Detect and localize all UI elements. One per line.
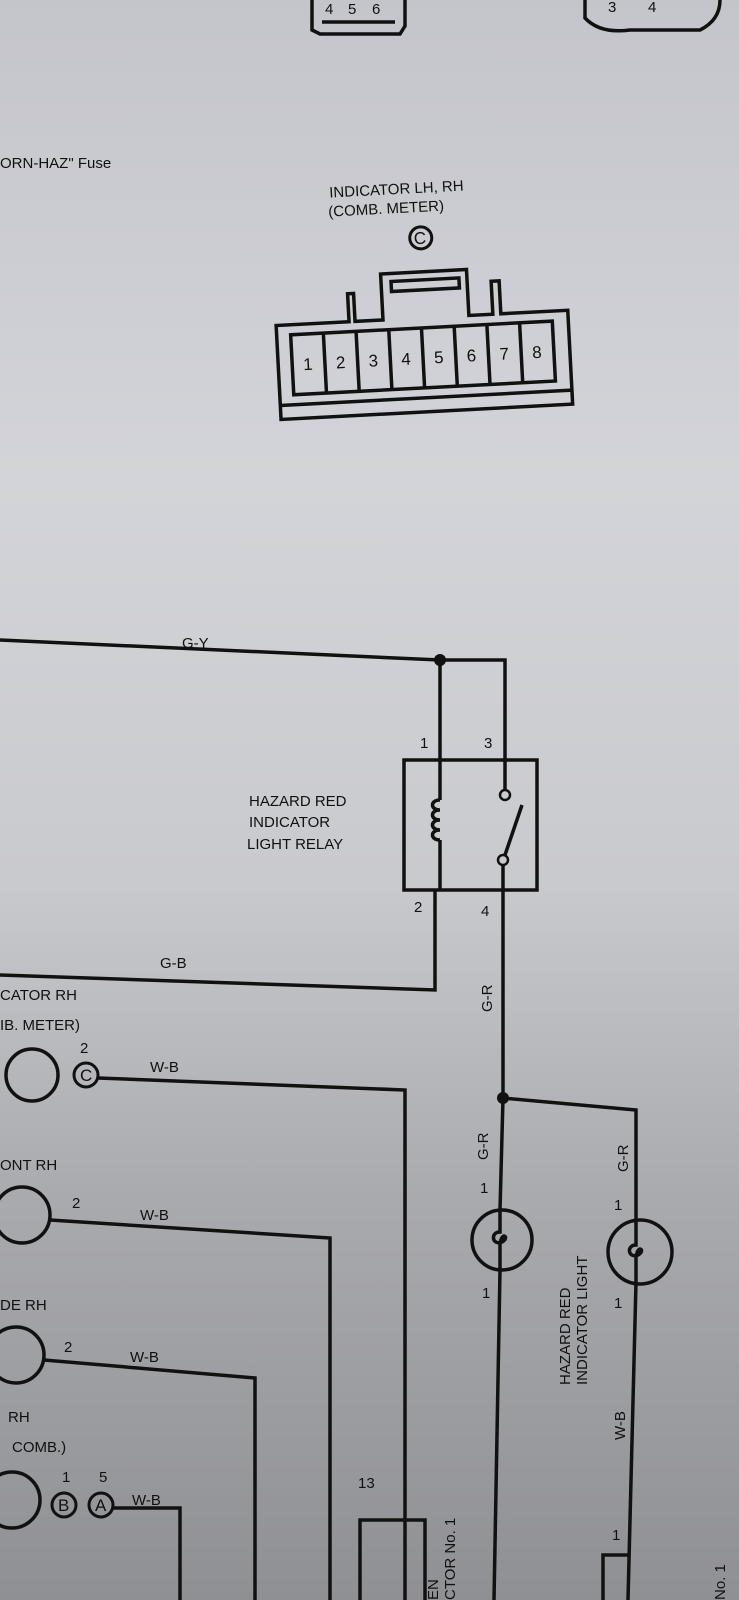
pin-label: 2 [64, 1339, 72, 1356]
pin-label: 6 [372, 1, 380, 18]
pin-label: 1 [614, 1295, 622, 1312]
pin-divider [485, 324, 492, 385]
top-connector: 4 5 6 [310, 0, 407, 36]
wire-label-gb: G-B [160, 955, 187, 972]
connector-pin-label: 3 [368, 351, 378, 370]
relay-pin-1: 1 [420, 735, 428, 752]
pin-label: 1 [62, 1469, 70, 1486]
connector-pin-label: 6 [466, 346, 476, 365]
connector-code: C [413, 229, 426, 249]
pin-label: 5 [348, 1, 356, 18]
pin-label: 3 [608, 0, 616, 16]
relay-pin-3: 3 [484, 735, 492, 752]
fuse-label: ORN-HAZ" Fuse [0, 155, 111, 172]
wire-label-gr: G-R [479, 984, 496, 1012]
pin-label: 1 [612, 1527, 620, 1544]
wire-label-gr: G-R [615, 1144, 632, 1172]
pin-divider [419, 327, 427, 388]
connector-pin-label: 8 [532, 343, 542, 362]
pin-label: 5 [99, 1469, 107, 1486]
bottom-connectors: 13 CTOR No. 1 EN 1 No. 1 [358, 1475, 729, 1600]
top-right-connector: 3 4 [583, 0, 722, 33]
relay-pin-2: 2 [414, 899, 422, 916]
pin-label: 2 [80, 1040, 88, 1057]
connector-pin-label: 4 [401, 350, 411, 369]
connector-label: No. 1 [712, 1564, 729, 1600]
left-lamps: CATOR RH IB. METER) C 2 W-B ONT RH 2 W-B… [0, 987, 407, 1600]
connector-label: EN [425, 1579, 442, 1600]
connector-subtitle: (COMB. METER) [328, 198, 445, 221]
lamp-label: CATOR RH [0, 987, 77, 1004]
lamp-label: ONT RH [0, 1157, 57, 1174]
connector-pin-label: 5 [434, 348, 444, 367]
lamp-label: DE RH [0, 1297, 47, 1314]
lamp-label: COMB.) [12, 1439, 66, 1456]
connector-label: CTOR No. 1 [442, 1518, 459, 1600]
pin-label: 4 [325, 1, 333, 18]
pin-label: 1 [482, 1285, 490, 1302]
pin-divider [517, 322, 525, 383]
junction-dot [434, 654, 446, 666]
hazard-indicator-light: 1 1 HAZARD RED INDICATOR LIGHT W-B [557, 1197, 674, 1440]
pin-label: 13 [358, 1475, 375, 1492]
wire-label-wb: W-B [132, 1492, 161, 1509]
connector-code: B [58, 1496, 69, 1515]
connector-code-circle [408, 225, 434, 251]
connector-c: INDICATOR LH, RH (COMB. METER) C 1 2 3 4 5 6 7… [274, 178, 575, 422]
connector-title: INDICATOR LH, RH [329, 178, 464, 202]
wire-label-gr: G-R [475, 1132, 492, 1160]
connector-pin-label: 1 [303, 355, 313, 374]
connector-pin-label: 7 [499, 344, 509, 363]
bulb-junction: 1 1 [470, 1180, 534, 1302]
pin-label: 4 [648, 0, 656, 16]
relay-label: INDICATOR [249, 814, 330, 831]
wire-label-wb: W-B [150, 1059, 179, 1076]
connector-code: C [80, 1066, 92, 1085]
pin-divider [387, 329, 394, 390]
connector-code: A [95, 1496, 107, 1515]
pin-label: 1 [614, 1197, 622, 1214]
indicator-light-label: INDICATOR LIGHT [574, 1256, 591, 1385]
pin-divider [452, 326, 460, 387]
wire-label-wb: W-B [140, 1207, 169, 1224]
wire-label-wb: W-B [130, 1349, 159, 1366]
relay-label: HAZARD RED [249, 793, 347, 810]
connector-pin-label: 2 [335, 353, 345, 372]
hazard-relay: 1 3 2 4 HAZARD RED INDICATOR LIGHT RELAY [247, 735, 539, 920]
wire-label-wb: W-B [612, 1411, 629, 1440]
indicator-light-label: HAZARD RED [557, 1287, 574, 1385]
relay-label: LIGHT RELAY [247, 836, 343, 853]
pin-label: 2 [72, 1195, 80, 1212]
pin-label: 1 [480, 1180, 488, 1197]
lamp-label: IB. METER) [0, 1017, 80, 1034]
lamp-label: RH [8, 1409, 30, 1426]
pin-divider [354, 331, 361, 392]
relay-pin-4: 4 [481, 903, 489, 920]
wire-label-gy: G-Y [182, 635, 209, 652]
pin-divider [321, 333, 329, 394]
